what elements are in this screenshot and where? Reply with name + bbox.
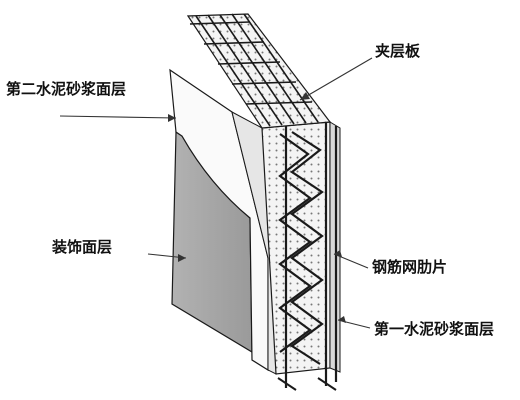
rebar-zigzag: [278, 131, 324, 365]
label-rebar-mesh-rib: 钢筋网肋片: [372, 258, 448, 276]
label-sandwich-panel: 夹层板: [375, 42, 421, 60]
leader-lines: [59, 57, 373, 329]
second-mortar-layer: [169, 68, 269, 372]
rebar-ends-bottom: [277, 377, 337, 391]
label-first-mortar-layer: 第一水泥砂浆面层: [374, 320, 495, 338]
rebar-truss-top: [189, 13, 319, 127]
label-decorative-layer: 装饰面层: [52, 238, 113, 256]
label-second-mortar-layer: 第二水泥砂浆面层: [6, 80, 127, 98]
leader-arrowheads: [168, 92, 346, 323]
